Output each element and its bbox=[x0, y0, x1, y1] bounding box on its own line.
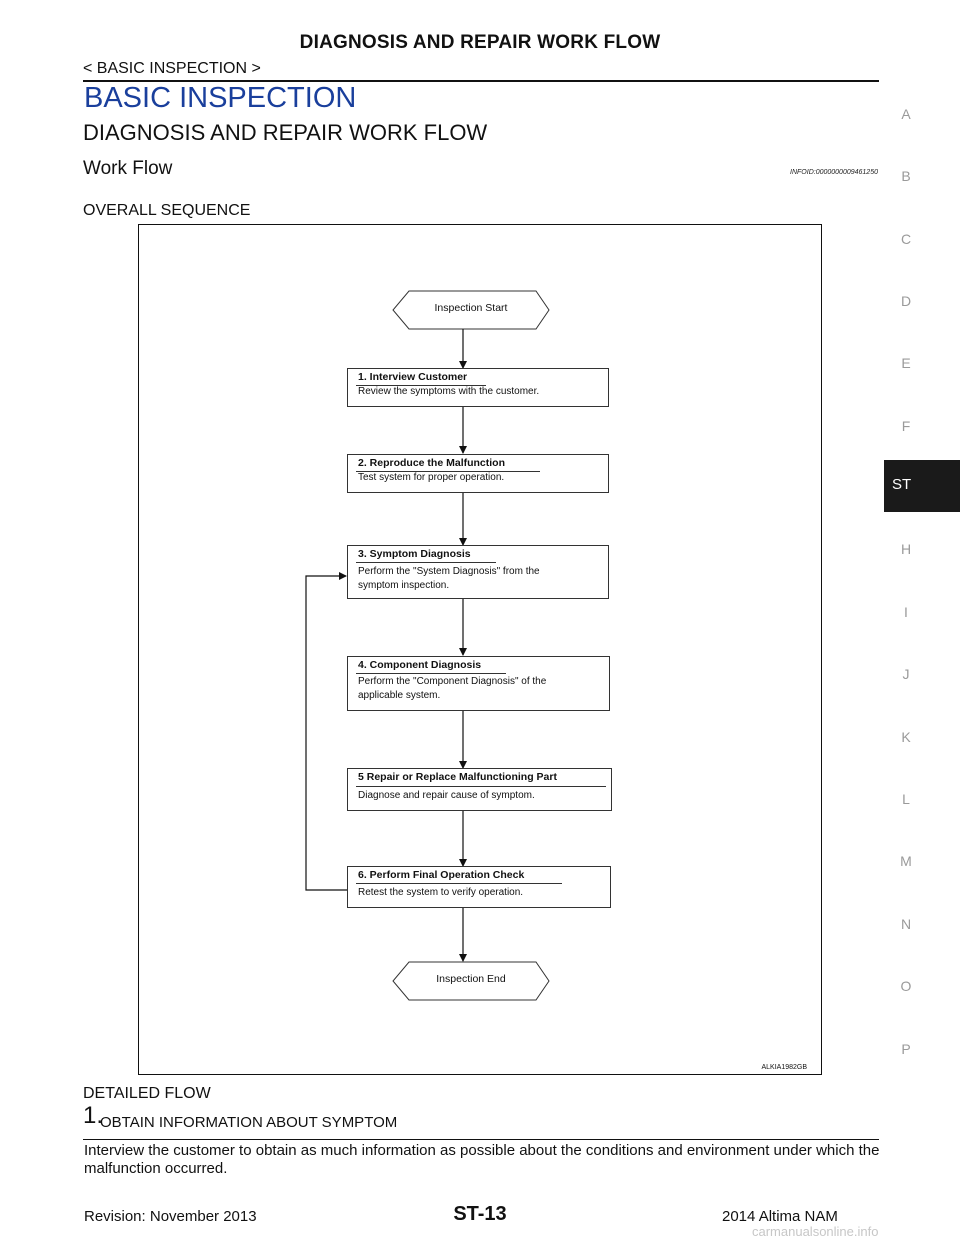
step-title: 1. Interview Customer bbox=[358, 371, 468, 383]
overall-sequence-label: OVERALL SEQUENCE bbox=[83, 202, 251, 219]
step-box-1: 1. Interview Customer Review the symptom… bbox=[347, 368, 609, 407]
index-letter-d[interactable]: D bbox=[900, 293, 912, 309]
feedback-loop-arrow bbox=[305, 572, 347, 891]
step-title: 3. Symptom Diagnosis bbox=[358, 548, 471, 560]
index-letter-o[interactable]: O bbox=[900, 978, 912, 994]
index-letter-k[interactable]: K bbox=[901, 729, 911, 745]
step-box-6: 6. Perform Final Operation Check Retest … bbox=[347, 866, 611, 908]
step-box-3: 3. Symptom Diagnosis Perform the "System… bbox=[347, 545, 609, 599]
step-underline bbox=[356, 471, 540, 472]
step-underline bbox=[356, 385, 486, 386]
detailed-flow-label: DETAILED FLOW bbox=[83, 1085, 211, 1102]
step-description: symptom inspection. bbox=[358, 580, 450, 591]
step-underline bbox=[356, 786, 606, 787]
step-description: applicable system. bbox=[358, 690, 441, 701]
step-box-5: 5 Repair or Replace Malfunctioning Part … bbox=[347, 768, 612, 811]
subsection-title: DIAGNOSIS AND REPAIR WORK FLOW bbox=[83, 120, 488, 145]
start-terminal-label: Inspection Start bbox=[434, 302, 508, 314]
index-letter-m[interactable]: M bbox=[900, 853, 912, 869]
step-box-2: 2. Reproduce the Malfunction Test system… bbox=[347, 454, 609, 493]
step-description: Review the symptoms with the customer. bbox=[358, 386, 540, 397]
end-terminal-label: Inspection End bbox=[436, 973, 506, 985]
flowchart-connectors bbox=[305, 290, 550, 1001]
index-letter-a[interactable]: A bbox=[901, 106, 911, 122]
page-header-title: DIAGNOSIS AND REPAIR WORK FLOW bbox=[299, 32, 661, 53]
footer-revision: Revision: November 2013 bbox=[84, 1208, 257, 1225]
index-letter-p[interactable]: P bbox=[901, 1041, 911, 1057]
detailed-step-divider bbox=[83, 1139, 879, 1140]
work-flow-heading: Work Flow bbox=[83, 158, 173, 179]
info-id: INFOID:0000000009461250 bbox=[790, 169, 878, 176]
index-letter-e[interactable]: E bbox=[901, 355, 911, 371]
index-letter-l[interactable]: L bbox=[902, 791, 910, 807]
step-title: 4. Component Diagnosis bbox=[358, 659, 482, 671]
figure-id: ALKIA1982GB bbox=[761, 1064, 807, 1071]
step-box-4: 4. Component Diagnosis Perform the "Comp… bbox=[347, 656, 610, 711]
step-description: Retest the system to verify operation. bbox=[358, 887, 524, 898]
index-letter-h[interactable]: H bbox=[900, 541, 912, 557]
index-letter-i[interactable]: I bbox=[904, 604, 908, 620]
detailed-step-title: OBTAIN INFORMATION ABOUT SYMPTOM bbox=[100, 1114, 398, 1131]
section-title: BASIC INSPECTION bbox=[84, 82, 357, 114]
step-description: Perform the "System Diagnosis" from the bbox=[358, 566, 540, 577]
detailed-step-body: Interview the customer to obtain as much… bbox=[84, 1142, 880, 1177]
breadcrumb: < BASIC INSPECTION > bbox=[83, 60, 261, 77]
end-terminal-shape bbox=[392, 961, 550, 1001]
step-title: 2. Reproduce the Malfunction bbox=[358, 457, 506, 469]
index-letter-j[interactable]: J bbox=[902, 666, 910, 682]
step-description: Diagnose and repair cause of symptom. bbox=[358, 790, 535, 801]
watermark: carmanualsonline.info bbox=[752, 1224, 879, 1239]
step-underline bbox=[356, 883, 562, 884]
footer-model: 2014 Altima NAM bbox=[722, 1208, 838, 1225]
step-underline bbox=[356, 562, 496, 563]
step-title: 6. Perform Final Operation Check bbox=[358, 869, 525, 881]
step-description: Test system for proper operation. bbox=[358, 472, 505, 483]
index-letter-c[interactable]: C bbox=[900, 231, 912, 247]
index-letter-b[interactable]: B bbox=[901, 168, 911, 184]
footer-page-number: ST-13 bbox=[453, 1203, 507, 1225]
index-tab-active[interactable]: ST bbox=[884, 460, 960, 512]
start-terminal-shape bbox=[392, 290, 550, 330]
detailed-step-number: 1. bbox=[83, 1102, 104, 1129]
step-underline bbox=[356, 673, 506, 674]
header-divider bbox=[83, 80, 879, 82]
index-letter-st: ST bbox=[892, 476, 912, 493]
flowchart-diagram: Inspection Start Inspection End 1. Inter… bbox=[138, 224, 822, 1075]
step-title: 5 Repair or Replace Malfunctioning Part bbox=[358, 771, 557, 783]
step-description: Perform the "Component Diagnosis" of the bbox=[358, 676, 547, 687]
index-letter-f[interactable]: F bbox=[901, 418, 911, 434]
index-letter-n[interactable]: N bbox=[900, 916, 912, 932]
